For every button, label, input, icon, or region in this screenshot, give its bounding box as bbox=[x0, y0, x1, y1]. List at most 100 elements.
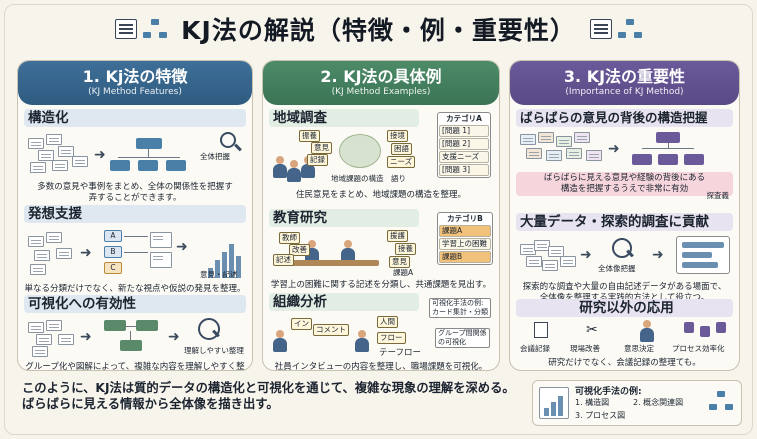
column-features: 1. Kj法の特徴 (KJ Method Features) 構造化 ➜ 全体把… bbox=[17, 60, 253, 371]
section-description: ばらばらに見える意見や経験の背後にある 構造を把握するうえで非常に有効 bbox=[516, 172, 733, 196]
category-item: 課題B bbox=[439, 251, 491, 263]
tag: フロー bbox=[377, 332, 406, 344]
section-heading: 構造化 bbox=[24, 109, 246, 127]
section-structure-grasp: ばらばらの意見の背後の構造把握 ➜ ばらばらに見える意見や経験の背後にある 構造… bbox=[516, 109, 733, 200]
tag: 記述 bbox=[273, 254, 294, 266]
column-header: 2. KJ法の具体例 (KJ Method Examples) bbox=[263, 61, 499, 105]
tag: 意見 bbox=[389, 256, 410, 268]
arrow-icon: ➜ bbox=[608, 141, 620, 157]
tag: 接境 bbox=[387, 130, 408, 142]
arrow-icon: ➜ bbox=[94, 147, 106, 163]
tag: 人間 bbox=[377, 316, 398, 328]
arrow-icon: ➜ bbox=[80, 245, 92, 261]
tag: 振養 bbox=[299, 130, 320, 142]
section-visualization: 可視化への有効性 ➜ ➜ 理解しやすい整理 グループ化や図解によって、複雑な内容… bbox=[24, 295, 246, 371]
category-item: [問題 3] bbox=[439, 164, 489, 176]
illustration-caption: テーフロー bbox=[379, 348, 421, 358]
section-organization: 組織分析 イン コメント 人間 フロー テーフロー 可視化手法の例: カード集計… bbox=[269, 293, 493, 371]
section-large-data: 大量データ・探索的調査に貢献 ➜ 全体像把握 ➜ 探索的な調査や大量の自由記述デ… bbox=[516, 213, 733, 304]
section-heading: 大量データ・探索的調査に貢献 bbox=[516, 213, 733, 231]
section-description: 研究だけでなく、会議記録の整理ても。 bbox=[548, 358, 701, 368]
title-icons-left bbox=[115, 19, 168, 39]
title-row: KJ法の解説（特徴・例・重要性） bbox=[0, 8, 757, 50]
section-applications: 研究以外の応用 ✂ 会議記録 現場改善 意思決定 プロセス効率化 研究だけでなく… bbox=[516, 299, 733, 369]
section-description: 単なる分類だけでなく、新たな視点や仮説の発見を整理。 bbox=[24, 284, 246, 294]
magnifier-icon bbox=[220, 132, 236, 148]
magnifier-icon bbox=[612, 238, 632, 258]
legend-title: 可視化手法の例: bbox=[575, 387, 642, 397]
page-title: KJ法の解説（特徴・例・重要性） bbox=[181, 16, 576, 45]
column-subtitle: (KJ Method Examples) bbox=[331, 87, 431, 97]
group-relation-box: グループ間関係 の可視化 bbox=[435, 328, 490, 348]
column-importance: 3. KJ法の重要性 (Importance of KJ Method) ばらば… bbox=[509, 60, 740, 371]
arrow-icon: ➜ bbox=[580, 247, 592, 263]
tag: 記録 bbox=[307, 154, 328, 166]
section-heading: 地域調査 bbox=[269, 109, 419, 127]
tag: 困語 bbox=[391, 143, 412, 155]
visualization-illustration: ➜ ➜ 理解しやすい整理 bbox=[24, 316, 246, 360]
tag: コメント bbox=[313, 324, 349, 336]
group-b: B bbox=[104, 246, 122, 258]
document-icon bbox=[534, 322, 548, 338]
section-structuring: 構造化 ➜ 全体把握 多数の意見や事例をまとめ、全体の関係性を把握す 弄すること… bbox=[24, 109, 246, 204]
section-heading: 組織分析 bbox=[269, 293, 419, 311]
title-icons-right bbox=[589, 19, 642, 39]
legend-item: 2. 概念関連図 bbox=[633, 398, 684, 407]
arrow-icon: ➜ bbox=[652, 247, 664, 263]
category-item: [問題 2] bbox=[439, 138, 489, 150]
section-description: グループ化や図解によって、複雑な内容を理解しやすく整理。 bbox=[25, 362, 245, 371]
illustration-caption: 課題A bbox=[393, 268, 414, 277]
section-regional-survey: 地域調査 振養 意見 記録 接境 困語 ニーズ 地域課題の構造 語り カテゴリA… bbox=[269, 109, 493, 201]
column-header: 1. Kj法の特徴 (KJ Method Features) bbox=[18, 61, 252, 105]
education-illustration: 教師 改善 記述 援護 接養 意見 課題A カテゴリB 課題A 学習上の困難 課… bbox=[269, 212, 493, 278]
tag: 援護 bbox=[387, 230, 408, 242]
tag: 意見 bbox=[311, 142, 332, 154]
method-box: 可視化手法の例: カード集計・分類 bbox=[429, 298, 491, 318]
large-data-illustration: ➜ 全体像把握 ➜ bbox=[516, 234, 733, 280]
category-item: 支援ニーズ bbox=[439, 151, 489, 163]
column-title: 1. Kj法の特徴 bbox=[82, 67, 188, 86]
column-title: 3. KJ法の重要性 bbox=[563, 67, 686, 86]
section-ideation: 発想支援 ➜ A B C ➜ 意見・記述 単なる分類だけでなく、新たな視点や仮説… bbox=[24, 205, 246, 295]
category-b-card: カテゴリB 課題A 学習上の困難 課題B bbox=[437, 212, 493, 265]
column-header: 3. KJ法の重要性 (Importance of KJ Method) bbox=[510, 61, 739, 105]
illustration-caption: 地域課題の構造 語り bbox=[331, 174, 406, 183]
structure-grasp-illustration: ➜ bbox=[516, 130, 733, 170]
legend-item: 3. プロセス図 bbox=[575, 411, 626, 420]
column-examples: 2. KJ法の具体例 (KJ Method Examples) 地域調査 振養 … bbox=[262, 60, 500, 371]
category-item: 課題A bbox=[439, 225, 491, 237]
tag: 教師 bbox=[279, 232, 300, 244]
app-item: 意思決定 bbox=[624, 344, 654, 353]
easy-understanding-label: 理解しやすい整理 bbox=[184, 346, 244, 355]
category-title: カテゴリA bbox=[446, 114, 482, 123]
category-title: カテゴリB bbox=[447, 214, 483, 223]
document-icon bbox=[115, 19, 138, 39]
structuring-illustration: ➜ 全体把握 bbox=[24, 130, 246, 180]
diagram-icon bbox=[709, 391, 733, 411]
legend-item: 1. 構造図 bbox=[575, 398, 610, 407]
group-a: A bbox=[104, 230, 122, 242]
organization-illustration: イン コメント 人間 フロー テーフロー 可視化手法の例: カード集計・分類 グ… bbox=[269, 298, 493, 360]
section-heading: 発想支援 bbox=[24, 205, 246, 223]
tag: 改善 bbox=[289, 244, 310, 256]
section-description: 学習上の困難に関する記述を分類し、共通課題を見出す。 bbox=[270, 280, 492, 290]
section-education: 教育研究 教師 改善 記述 援護 接養 意見 課題A カテゴリB 課題A 学習上… bbox=[269, 209, 493, 291]
column-title: 2. KJ法の具体例 bbox=[320, 67, 442, 86]
category-item: 学習上の困難 bbox=[439, 238, 491, 250]
app-item: プロセス効率化 bbox=[672, 344, 725, 353]
ideation-illustration: ➜ A B C ➜ 意見・記述 bbox=[24, 226, 246, 280]
footer-summary: このように、KJ法は質的データの構造化と可視化を通じて、複雑な現象の理解を深める… bbox=[22, 381, 515, 411]
tag: 接養 bbox=[395, 243, 416, 255]
category-a-card: カテゴリA [問題 1] [問題 2] 支援ニーズ [問題 3] bbox=[437, 112, 491, 178]
arrow-icon: ➜ bbox=[176, 239, 188, 255]
app-item: 会議記録 bbox=[520, 344, 550, 353]
section-description: 社員インタビューの内容を整理し、職場課題を可視化。 bbox=[274, 362, 488, 371]
document-icon bbox=[589, 19, 612, 39]
arrow-icon: ➜ bbox=[168, 329, 180, 345]
overview-label: 全体像把握 bbox=[598, 264, 636, 273]
magnifier-icon bbox=[198, 318, 220, 340]
applications-illustration: ✂ 会議記録 現場改善 意思決定 プロセス効率化 bbox=[516, 320, 733, 356]
section-heading: 研究以外の応用 bbox=[516, 299, 733, 317]
column-subtitle: (KJ Method Features) bbox=[88, 87, 182, 97]
diagram-icon bbox=[143, 19, 168, 39]
